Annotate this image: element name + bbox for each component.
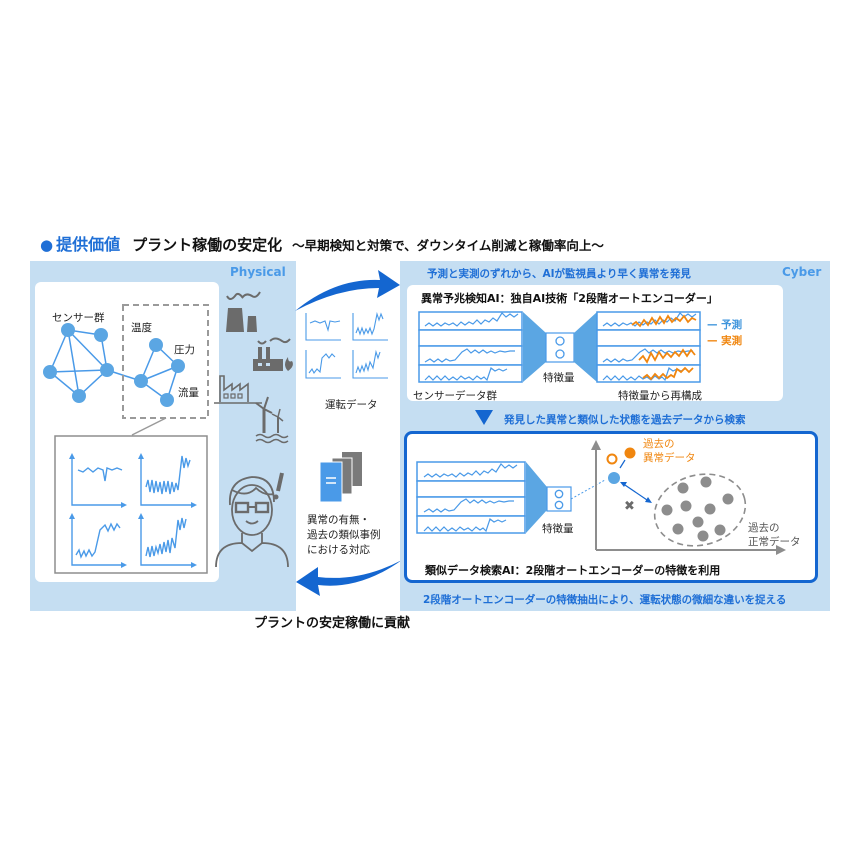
plant-contribution-caption: プラントの安定稼働に貢献 — [254, 616, 411, 631]
feature-label-bottom: 特徴量 — [542, 523, 574, 535]
operator-person-icon — [215, 472, 289, 568]
sensor-temperature-label: 温度 — [131, 322, 152, 334]
chemical-plant-icon — [253, 337, 293, 371]
factory-icon — [214, 375, 262, 404]
sensor-group-label: センサー群 — [52, 312, 105, 324]
offshore-wind-icon — [255, 396, 289, 444]
similar-search-heading: 発見した異常と類似した状態を過去データから検索 — [504, 414, 746, 426]
page-title-row: ● 提供価値 プラント稼働の安定化 ～早期検知と対策で、ダウンタイム削減と稼働率… — [40, 231, 604, 255]
sensor-pressure-label: 圧力 — [174, 344, 195, 356]
bullet-icon: ● — [40, 236, 54, 254]
legend-actual: — 実測 — [707, 335, 743, 347]
svg-text:✖: ✖ — [624, 499, 635, 514]
cyber-bottom-caption: 2段階オートエンコーダーの特徴抽出により、運転状態の微細な違いを捉える — [423, 594, 787, 606]
sensor-flow-label: 流量 — [178, 387, 199, 399]
page-title: プラント稼働の安定化 — [132, 236, 283, 254]
sensor-data-group-label: センサーデータ群 — [413, 390, 497, 402]
anomaly-discovery-heading: 予測と実測のずれから、AIが監視員より早く異常を発見 — [427, 268, 691, 280]
feature-label-top: 特徴量 — [543, 372, 575, 384]
power-plant-icon — [226, 291, 261, 332]
cyber-label: Cyber — [782, 265, 822, 279]
legend-prediction: — 予測 — [707, 319, 743, 331]
physical-label: Physical — [230, 265, 286, 279]
past-anomaly-label-1: 過去の — [643, 438, 675, 450]
response-line-1: 異常の有無・ — [307, 514, 370, 526]
down-arrow-icon — [475, 410, 493, 425]
legend-actual-label: 実測 — [721, 335, 743, 347]
past-normal-label-1: 過去の — [748, 522, 780, 534]
value-label: 提供価値 — [56, 235, 121, 254]
anomaly-ai-title: 異常予兆検知AI：独自AI技術「2段階オートエンコーダー」 — [421, 292, 718, 305]
operating-data-label: 運転データ — [325, 399, 378, 411]
document-stack-icon — [319, 452, 362, 503]
past-normal-label-2: 正常データ — [748, 536, 801, 548]
similar-ai-title: 類似データ検索AI：2段階オートエンコーダーの特徴を利用 — [425, 564, 721, 577]
legend-prediction-label: 予測 — [721, 319, 743, 331]
past-anomaly-label-2: 異常データ — [643, 452, 696, 464]
response-line-2: 過去の類似事例 — [307, 529, 381, 541]
response-line-3: における対応 — [307, 544, 370, 556]
page-subtitle: ～早期検知と対策で、ダウンタイム削減と稼働率向上～ — [292, 238, 604, 253]
reconstruction-label: 特徴量から再構成 — [618, 390, 702, 402]
